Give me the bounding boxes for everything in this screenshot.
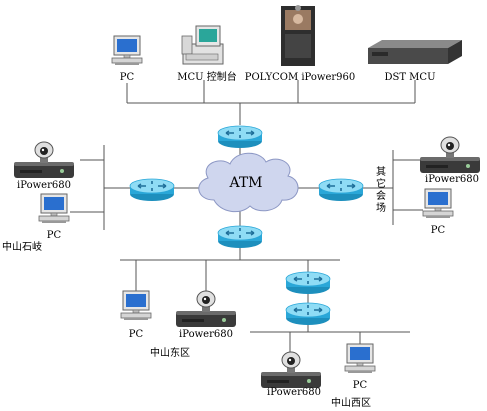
right-ipower-icon xyxy=(419,136,481,174)
pc-top xyxy=(111,35,143,66)
right-pc-label: PC xyxy=(431,225,446,236)
svg-text:会: 会 xyxy=(376,189,386,202)
left-pc-label: PC xyxy=(47,230,62,241)
svg-text:场: 场 xyxy=(376,201,386,214)
svg-text:它: 它 xyxy=(376,177,386,190)
east-ipower-label: iPower680 xyxy=(179,329,233,340)
west-ipower-label: iPower680 xyxy=(267,387,321,398)
right-site-name: 其 它 会 场 xyxy=(376,166,386,214)
left-site-name: 中山石岐 xyxy=(2,240,42,253)
east-pc-label: PC xyxy=(129,329,144,340)
router-left xyxy=(129,178,175,202)
router-right xyxy=(318,178,364,202)
west-site-name: 中山西区 xyxy=(331,396,371,409)
mcu-console-label: MCU 控制台 xyxy=(177,70,237,83)
left-pc-icon xyxy=(38,193,70,224)
atm-label: ATM xyxy=(228,175,262,191)
dst-mcu-label: DST MCU xyxy=(384,72,435,83)
atm-cloud: ATM xyxy=(198,152,299,213)
west-pc-label: PC xyxy=(353,380,368,391)
dst-mcu-icon xyxy=(368,40,462,64)
right-ipower-label: iPower680 xyxy=(425,174,479,185)
router-bottom xyxy=(217,225,263,249)
east-ipower-icon xyxy=(175,290,237,328)
polycom-label: POLYCOM iPower960 xyxy=(245,72,356,83)
left-ipower-label: iPower680 xyxy=(17,180,71,191)
router-top xyxy=(217,125,263,149)
west-ipower-icon xyxy=(260,351,322,389)
east-pc-icon xyxy=(120,290,152,321)
left-ipower-icon xyxy=(13,141,75,179)
west-pc-icon xyxy=(344,343,376,374)
polycom-unit-icon xyxy=(281,5,315,66)
east-site-name: 中山东区 xyxy=(150,346,190,359)
pc-top-label: PC xyxy=(120,72,135,83)
right-pc-icon xyxy=(422,188,454,219)
svg-text:其: 其 xyxy=(376,166,386,178)
router-east-1 xyxy=(285,271,331,295)
mcu-console-icon xyxy=(181,25,224,65)
router-east-2 xyxy=(285,302,331,326)
